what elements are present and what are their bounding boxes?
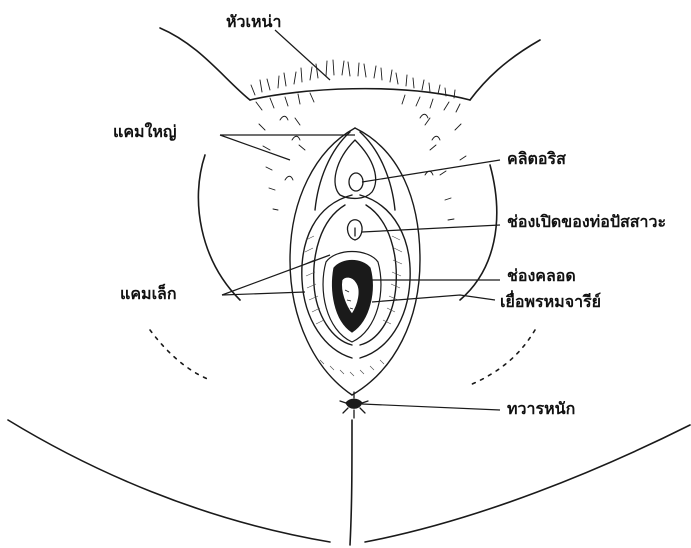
- vaginal-opening-shape: [333, 261, 373, 333]
- label-labia-minora: แคมเล็ก: [120, 286, 177, 302]
- leader-anus: [362, 404, 500, 410]
- label-labia-majora: แคมใหญ่: [113, 124, 177, 140]
- label-mons-pubis: หัวเหน่า: [226, 14, 281, 30]
- leader-mons-pubis: [275, 30, 330, 80]
- leader-lines: [220, 30, 500, 410]
- leader-hymen: [372, 295, 495, 302]
- label-urethral-opening: ช่องเปิดของท่อปัสสาวะ: [507, 214, 666, 230]
- label-vaginal-opening: ช่องคลอด: [507, 268, 576, 284]
- urethral-opening-shape: [348, 220, 363, 240]
- pubic-hair: [251, 60, 466, 220]
- label-hymen: เยื่อพรหมจารีย์: [500, 294, 601, 310]
- label-clitoris: คลิตอริส: [507, 151, 566, 167]
- label-anus: ทวารหนัก: [507, 401, 575, 417]
- leader-labia-majora-2: [220, 135, 290, 160]
- clitoris-shape: [335, 140, 376, 198]
- leader-urethral-opening: [362, 225, 500, 232]
- anus-shape: [340, 392, 368, 418]
